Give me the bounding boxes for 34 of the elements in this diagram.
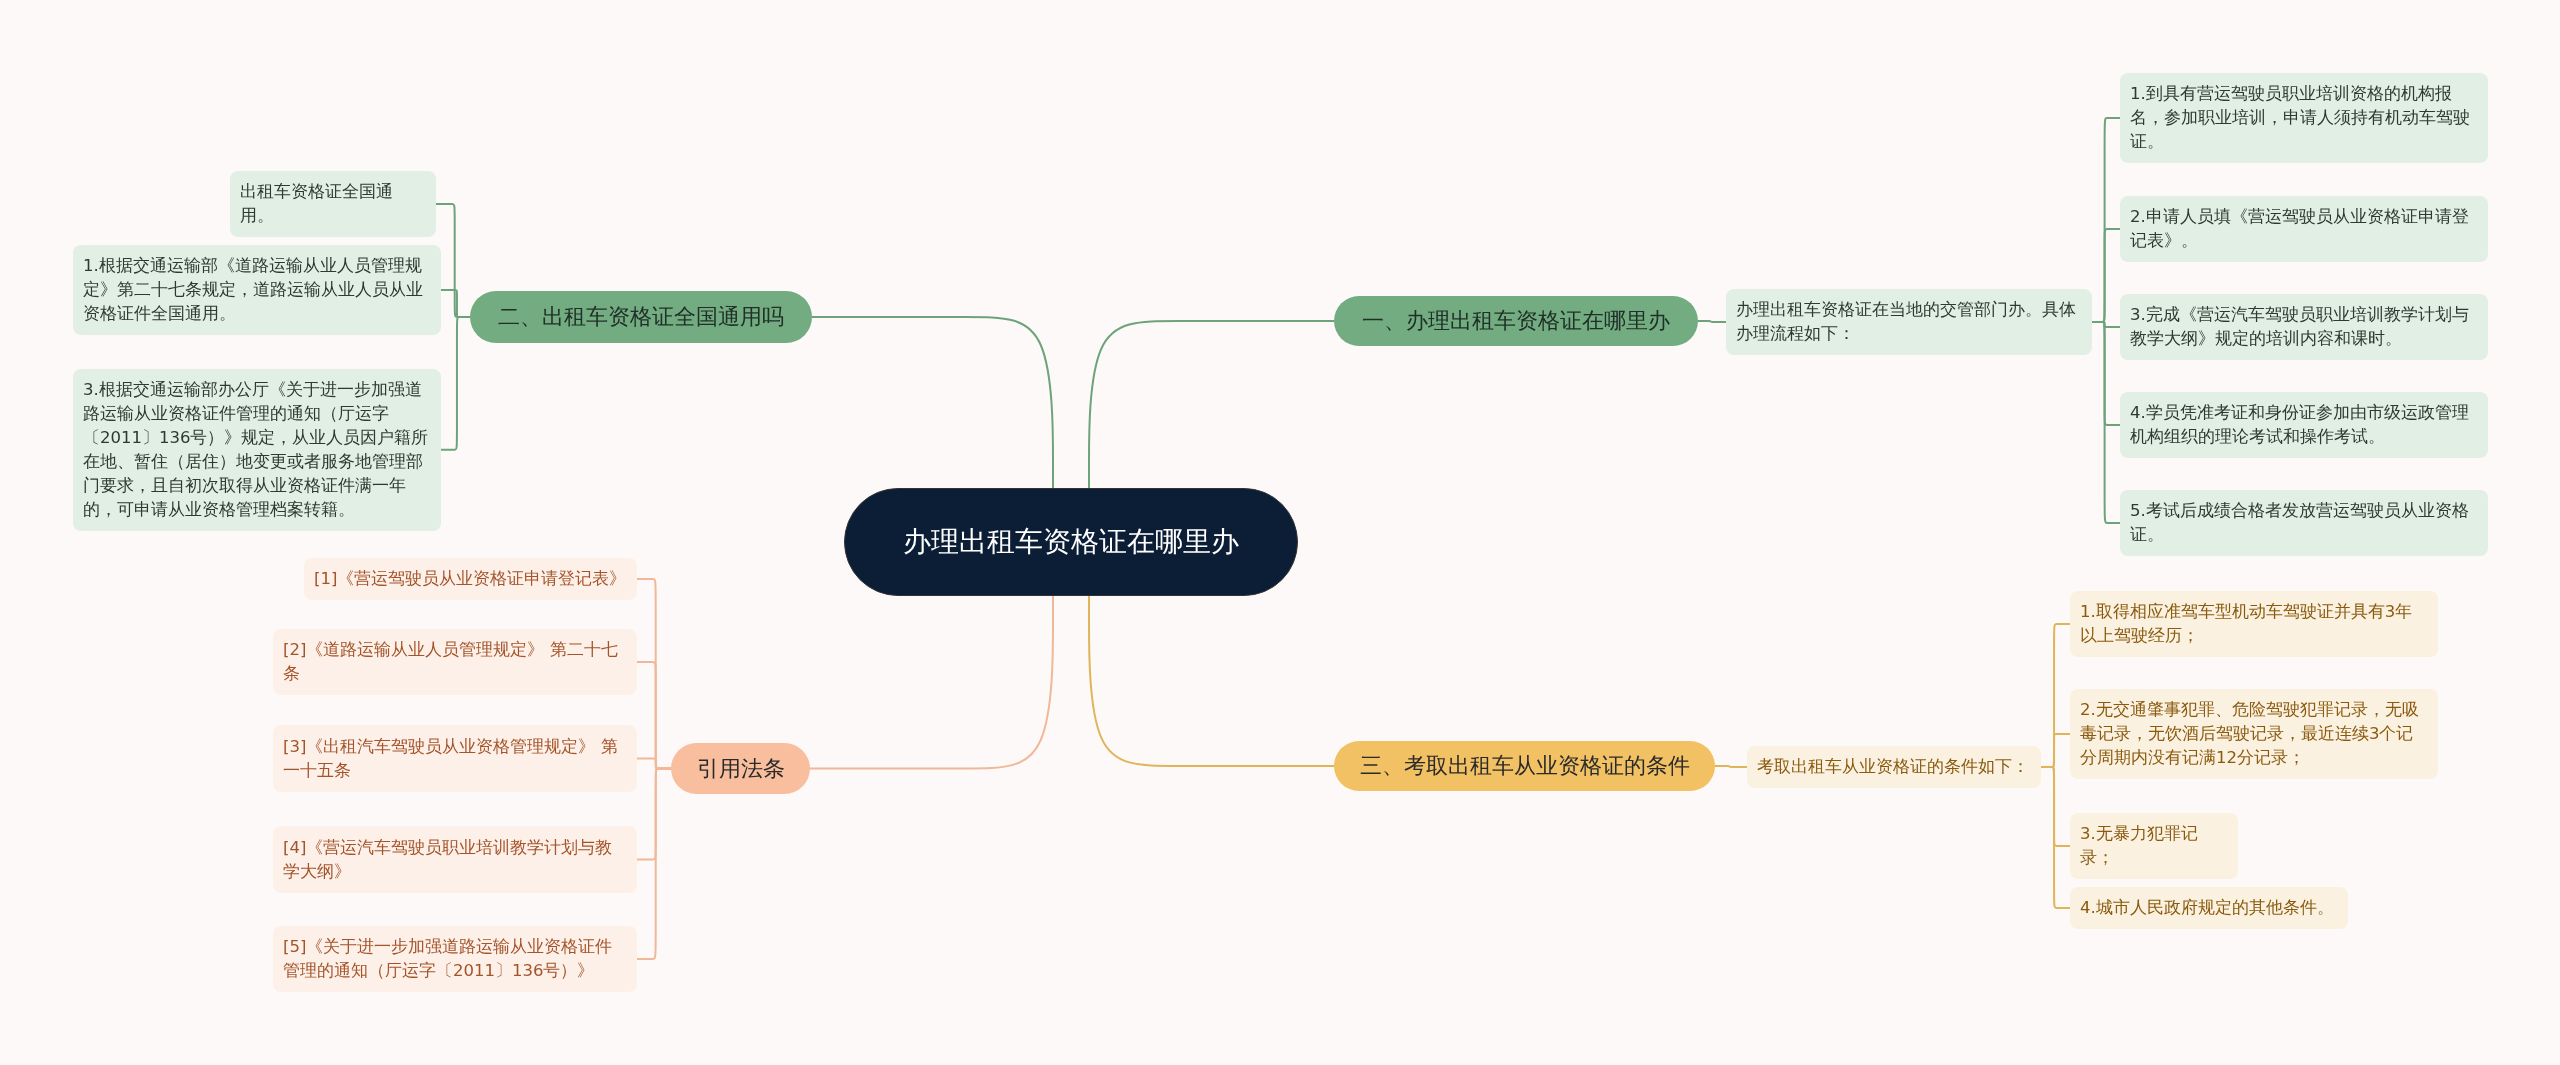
connector-line: [1088, 319, 1335, 489]
subtopic-card: 3.无暴力犯罪记录；: [2070, 813, 2238, 879]
subtopic-card: 出租车资格证全国通用。: [230, 171, 436, 237]
connector-line: [1088, 595, 1335, 767]
central-topic: 办理出租车资格证在哪里办: [844, 488, 1298, 596]
subtopic-card: 3.根据交通运输部办公厅《关于进一步加强道路运输从业资格证件管理的通知（厅运字〔2011〕136号）》规定，从业人员因户籍所在地、暂住（居住）地变更或者服务地管理部门要求，且自初次取得从业资格证件满一年的，可申请从业资格管理档案转籍。: [73, 369, 441, 531]
connector-line: [809, 595, 1054, 770]
subtopic-card: [5]《关于进一步加强道路运输从业资格证件管理的通知（厅运字〔2011〕136号）》: [273, 926, 637, 992]
branch-topic: 三、考取出租车从业资格证的条件: [1334, 741, 1715, 791]
connector-line: [2040, 765, 2071, 909]
subtopic-card: 1.取得相应准驾车型机动车驾驶证并具有3年以上驾驶经历；: [2070, 591, 2438, 657]
branch-topic: 引用法条: [671, 743, 810, 794]
subtopic-card: 2.无交通肇事犯罪、危险驾驶犯罪记录，无吸毒记录，无饮酒后驾驶记录，最近连续3个记分周期内没有记满12分记录；: [2070, 689, 2438, 779]
connector-line: [1697, 319, 1727, 323]
subtopic-card: [3]《出租汽车驾驶员从业资格管理规定》 第一十五条: [273, 725, 637, 792]
subtopic-card: 办理出租车资格证在当地的交管部门办。具体办理流程如下：: [1726, 289, 2092, 355]
branch-topic: 一、办理出租车资格证在哪里办: [1334, 296, 1698, 346]
subtopic-card: 考取出租车从业资格证的条件如下：: [1747, 746, 2041, 788]
connector-line: [440, 316, 471, 451]
branch-topic: 二、出租车资格证全国通用吗: [470, 291, 812, 343]
subtopic-card: [4]《营运汽车驾驶员职业培训教学计划与教学大纲》: [273, 826, 637, 893]
subtopic-card: 5.考试后成绩合格者发放营运驾驶员从业资格证。: [2120, 490, 2488, 556]
subtopic-card: 4.学员凭准考证和身份证参加由市级运政管理机构组织的理论考试和操作考试。: [2120, 392, 2488, 458]
subtopic-card: 4.城市人民政府规定的其他条件。: [2070, 887, 2348, 929]
subtopic-card: 3.完成《营运汽车驾驶员职业培训教学计划与教学大纲》规定的培训内容和课时。: [2120, 294, 2488, 360]
subtopic-card: [1]《营运驾驶员从业资格证申请登记表》: [304, 558, 637, 600]
subtopic-card: 1.到具有营运驾驶员职业培训资格的机构报名，参加职业培训，申请人须持有机动车驾驶证。: [2120, 73, 2488, 163]
subtopic-card: 2.申请人员填《营运驾驶员从业资格证申请登记表》。: [2120, 196, 2488, 262]
subtopic-card: 1.根据交通运输部《道路运输从业人员管理规定》第二十七条规定，道路运输从业人员从业资格证件全国通用。: [73, 245, 441, 335]
connector-line: [636, 767, 672, 960]
connector-line: [1714, 764, 1748, 768]
subtopic-card: [2]《道路运输从业人员管理规定》 第二十七条: [273, 629, 637, 695]
connector-line: [2091, 320, 2121, 524]
connector-line: [811, 316, 1054, 489]
